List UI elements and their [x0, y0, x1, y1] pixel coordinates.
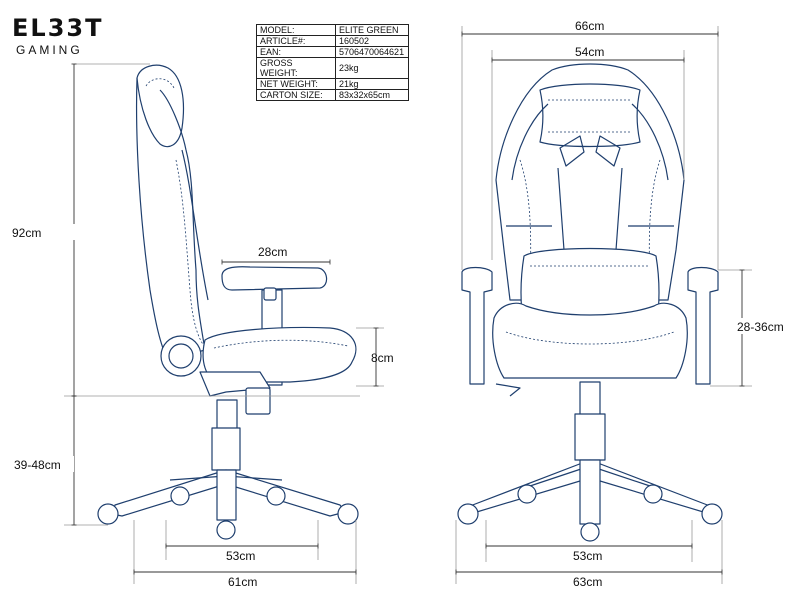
side-gas-lift-top — [216, 399, 238, 431]
side-dimension-lines — [64, 63, 384, 584]
spec-value: 5706470064621 — [335, 46, 409, 58]
spec-value: 21kg — [335, 78, 409, 90]
spec-row: ARTICLE#: 160502 — [256, 35, 409, 47]
spec-value: ELITE GREEN — [335, 24, 409, 36]
dim-front-base-width: 53cm — [573, 549, 602, 563]
side-recline-knob — [160, 335, 202, 377]
dim-armrest-height: 28-36cm — [737, 320, 784, 334]
dim-total-width: 66cm — [575, 19, 604, 33]
spec-value: 160502 — [335, 35, 409, 47]
dim-seat-height: 39-48cm — [14, 458, 61, 472]
brand-tagline: GAMING — [16, 43, 83, 57]
dim-seat-thickness: 8cm — [371, 351, 394, 365]
dim-side-base-width: 53cm — [226, 549, 255, 563]
brand-logo: EL33T GAMING — [12, 16, 103, 57]
front-headrest-pillow — [539, 83, 641, 148]
spec-value: 83x32x65cm — [335, 89, 409, 101]
spec-label: NET WEIGHT: — [256, 78, 336, 90]
front-backrest — [495, 63, 685, 301]
side-view-chair — [97, 64, 359, 540]
front-seat — [492, 302, 688, 379]
spec-row: CARTON SIZE: 83x32x65cm — [256, 89, 409, 101]
spec-label: GROSS WEIGHT: — [256, 57, 336, 79]
front-armrest-left — [461, 266, 493, 385]
spec-label: ARTICLE#: — [256, 35, 336, 47]
dim-total-width-bottom: 63cm — [573, 575, 602, 589]
side-headrest — [136, 64, 185, 148]
side-gas-lift-cover — [211, 427, 241, 471]
spec-value: 23kg — [335, 57, 409, 79]
spec-row: EAN: 5706470064621 — [256, 46, 409, 58]
front-gas-lift-cover — [574, 413, 606, 461]
front-gas-lift-top — [579, 381, 601, 417]
spec-label: CARTON SIZE: — [256, 89, 336, 101]
spec-table: MODEL: ELITE GREEN ARTICLE#: 160502 EAN:… — [256, 24, 409, 101]
front-view-chair — [457, 63, 723, 542]
dim-armrest-length: 28cm — [258, 245, 287, 259]
side-caster-right — [337, 503, 359, 525]
dim-backrest-width: 54cm — [575, 45, 604, 59]
side-backrest — [135, 77, 206, 361]
side-armrest-pad — [221, 266, 328, 291]
spec-label: MODEL: — [256, 24, 336, 36]
front-dimension-lines — [455, 26, 752, 584]
side-caster-left — [97, 503, 119, 525]
dim-total-depth: 61cm — [228, 575, 257, 589]
front-armrest-right — [687, 266, 719, 385]
front-caster-right — [701, 503, 723, 525]
brand-name: EL33T — [12, 14, 104, 42]
front-caster-left — [457, 503, 479, 525]
dim-backrest-height: 92cm — [12, 226, 41, 240]
spec-label: EAN: — [256, 46, 336, 58]
front-caster-front — [580, 522, 600, 542]
spec-row: MODEL: ELITE GREEN — [256, 24, 409, 36]
spec-row: NET WEIGHT: 21kg — [256, 78, 409, 90]
spec-row: GROSS WEIGHT: 23kg — [256, 57, 409, 79]
side-caster-front — [216, 520, 236, 540]
